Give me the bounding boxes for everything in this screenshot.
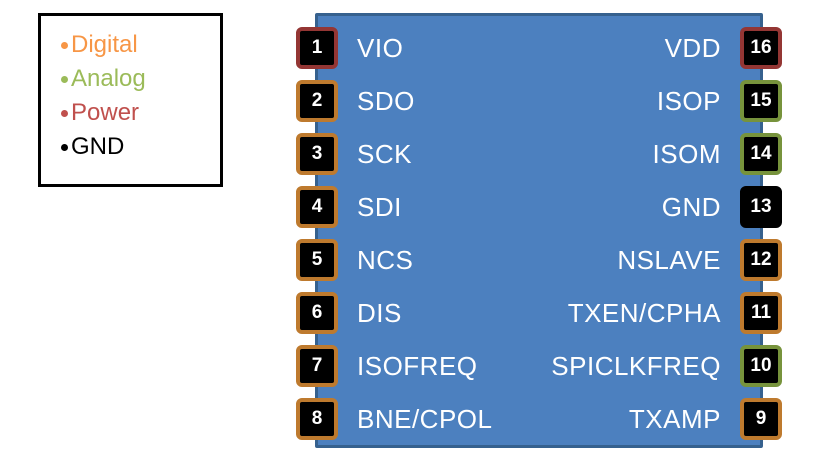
pin-label: NSLAVE: [617, 244, 721, 275]
pin-row-2: 2 SDO: [296, 80, 415, 122]
chip-body: 1 VIO 2 SDO 3 SCK 4 SDI 5 NCS 6 DIS 7 IS…: [296, 13, 782, 448]
pin-row-15: 15 ISOP: [657, 80, 782, 122]
pin-number-box: 10: [740, 345, 782, 387]
pin-number-box: 3: [296, 133, 338, 175]
legend-label-analog: Analog: [71, 65, 146, 92]
pin-number-box: 5: [296, 239, 338, 281]
pin-row-12: 12 NSLAVE: [617, 239, 782, 281]
pin-label: ISOP: [656, 85, 721, 116]
pin-label: TXAMP: [628, 403, 721, 434]
pin-row-8: 8 BNE/CPOL: [296, 398, 493, 440]
pin-number-box: 9: [740, 398, 782, 440]
pin-number-box: 7: [296, 345, 338, 387]
left-pin-column: 1 VIO 2 SDO 3 SCK 4 SDI 5 NCS 6 DIS 7 IS…: [296, 16, 760, 445]
analog-bullet-icon: [61, 75, 68, 83]
pin-row-3: 3 SCK: [296, 133, 412, 175]
pin-number-box: 14: [740, 133, 782, 175]
pin-label: SDI: [357, 191, 402, 222]
pin-number-box: 13: [740, 186, 782, 228]
pin-label: BNE/CPOL: [357, 403, 493, 434]
pin-number-box: 11: [740, 292, 782, 334]
pin-number-box: 16: [740, 27, 782, 69]
pin-label: VIO: [357, 32, 404, 63]
legend-label-gnd: GND: [71, 133, 125, 160]
pin-row-7: 7 ISOFREQ: [296, 345, 478, 387]
pin-label: TXEN/CPHA: [567, 297, 721, 328]
legend-box: Digital Analog Power GND: [38, 13, 223, 187]
pin-row-1: 1 VIO: [296, 27, 403, 69]
pin-label: GND: [661, 191, 721, 222]
pin-number-box: 12: [740, 239, 782, 281]
pin-number-box: 1: [296, 27, 338, 69]
legend-label-digital: Digital: [71, 31, 138, 58]
legend-item-digital: Digital: [61, 28, 220, 62]
pin-label: ISOFREQ: [357, 350, 478, 381]
pin-label: DIS: [357, 297, 402, 328]
legend-item-analog: Analog: [61, 62, 220, 96]
pin-row-10: 10 SPICLKFREQ: [551, 345, 782, 387]
pin-row-4: 4 SDI: [296, 186, 402, 228]
pin-label: NCS: [357, 244, 414, 275]
pin-number-box: 4: [296, 186, 338, 228]
pin-label: ISOM: [652, 138, 721, 169]
right-pin-column: 16 VDD 15 ISOP 14 ISOM 13 GND 12 NSLAVE …: [318, 16, 782, 445]
pin-row-6: 6 DIS: [296, 292, 402, 334]
pin-number-box: 15: [740, 80, 782, 122]
gnd-bullet-icon: [61, 143, 68, 151]
pin-label: SCK: [357, 138, 412, 169]
pin-label: VDD: [664, 32, 721, 63]
digital-bullet-icon: [61, 41, 68, 49]
pin-number-box: 6: [296, 292, 338, 334]
pin-number-box: 2: [296, 80, 338, 122]
pin-row-5: 5 NCS: [296, 239, 413, 281]
pin-row-14: 14 ISOM: [653, 133, 782, 175]
pin-number-box: 8: [296, 398, 338, 440]
power-bullet-icon: [61, 109, 68, 117]
pin-row-13: 13 GND: [662, 186, 782, 228]
pin-row-16: 16 VDD: [665, 27, 782, 69]
pin-row-11: 11 TXEN/CPHA: [568, 292, 782, 334]
pin-row-9: 9 TXAMP: [629, 398, 782, 440]
legend-item-gnd: GND: [61, 130, 220, 164]
pin-label: SDO: [357, 85, 415, 116]
legend-item-power: Power: [61, 96, 220, 130]
legend-label-power: Power: [71, 99, 140, 126]
pin-label: SPICLKFREQ: [551, 350, 721, 381]
